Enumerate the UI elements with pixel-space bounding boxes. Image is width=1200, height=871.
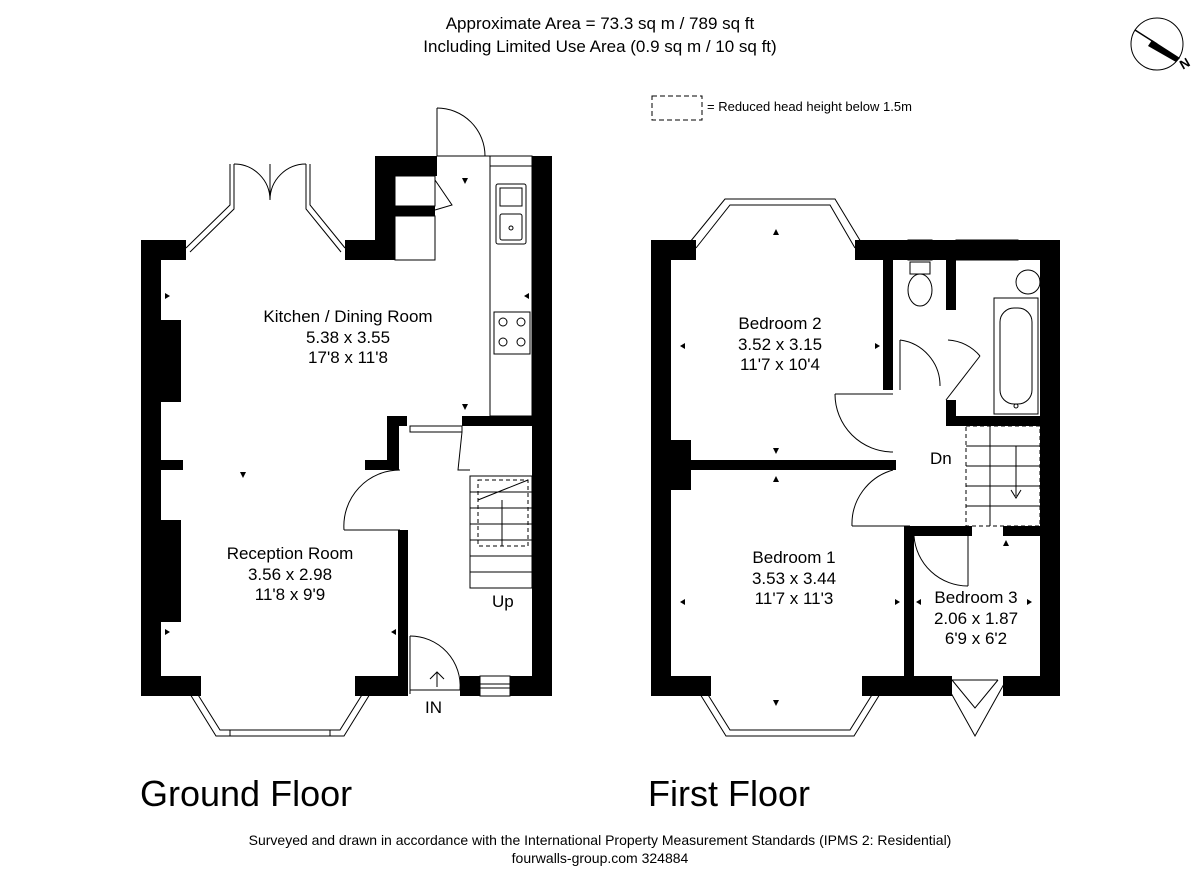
first-floor-walls bbox=[651, 240, 1060, 696]
kitchen-imperial: 17'8 x 11'8 bbox=[308, 348, 388, 367]
legend-dashed-swatch bbox=[651, 95, 703, 121]
bedroom-2-imperial: 11'7 x 10'4 bbox=[740, 355, 820, 374]
ground-floor-walls bbox=[141, 156, 552, 696]
reception-metric: 3.56 x 2.98 bbox=[247, 564, 333, 584]
footer-standards-line: Surveyed and drawn in accordance with th… bbox=[248, 832, 952, 848]
entrance-label: IN bbox=[425, 698, 442, 717]
bedroom-3-name: Bedroom 3 bbox=[934, 588, 1018, 607]
ground-floor-fixtures bbox=[394, 155, 533, 697]
first-floor-title: First Floor bbox=[648, 773, 810, 814]
first-floor-fixtures bbox=[907, 239, 1041, 527]
reception-name: Reception Room bbox=[226, 544, 354, 563]
ground-floor-title: Ground Floor bbox=[140, 773, 353, 814]
legend-label: = Reduced head height below 1.5m bbox=[707, 99, 912, 114]
bedroom-2-name: Bedroom 2 bbox=[738, 314, 822, 333]
kitchen-name: Kitchen / Dining Room bbox=[263, 307, 433, 326]
bedroom-3-label: Bedroom 3 2.06 x 1.87 6'9 x 6'2 bbox=[916, 588, 1036, 650]
kitchen-dining-room-label: Kitchen / Dining Room 5.38 x 3.55 17'8 x… bbox=[218, 307, 478, 369]
bedroom-1-imperial: 11'7 x 11'3 bbox=[754, 589, 834, 608]
bedroom-1-metric: 3.53 x 3.44 bbox=[751, 568, 837, 588]
compass-icon bbox=[1130, 17, 1184, 71]
bedroom-3-imperial: 6'9 x 6'2 bbox=[944, 629, 1008, 648]
bedroom-3-metric: 2.06 x 1.87 bbox=[933, 608, 1019, 628]
bedroom-2-label: Bedroom 2 3.52 x 3.15 11'7 x 10'4 bbox=[700, 314, 860, 376]
footer-reference-line: fourwalls-group.com 324884 bbox=[511, 850, 689, 866]
reception-room-label: Reception Room 3.56 x 2.98 11'8 x 9'9 bbox=[190, 544, 390, 606]
stairs-up-label: Up bbox=[492, 592, 514, 611]
ground-floor-tick-marks bbox=[165, 178, 529, 635]
first-floor-bays-doors bbox=[689, 198, 1005, 738]
reception-imperial: 11'8 x 9'9 bbox=[254, 585, 326, 604]
bedroom-1-label: Bedroom 1 3.53 x 3.44 11'7 x 11'3 bbox=[714, 548, 874, 610]
kitchen-metric: 5.38 x 3.55 bbox=[305, 327, 391, 347]
stairs-down-label: Dn bbox=[930, 449, 952, 468]
bedroom-1-name: Bedroom 1 bbox=[752, 548, 836, 567]
first-floor-tick-marks bbox=[680, 229, 1032, 706]
ground-floor-bays-doors bbox=[185, 107, 490, 737]
bedroom-2-metric: 3.52 x 3.15 bbox=[737, 334, 823, 354]
approximate-area-line: Approximate Area = 73.3 sq m / 789 sq ft bbox=[445, 14, 755, 33]
limited-use-area-line: Including Limited Use Area (0.9 sq m / 1… bbox=[423, 37, 777, 56]
